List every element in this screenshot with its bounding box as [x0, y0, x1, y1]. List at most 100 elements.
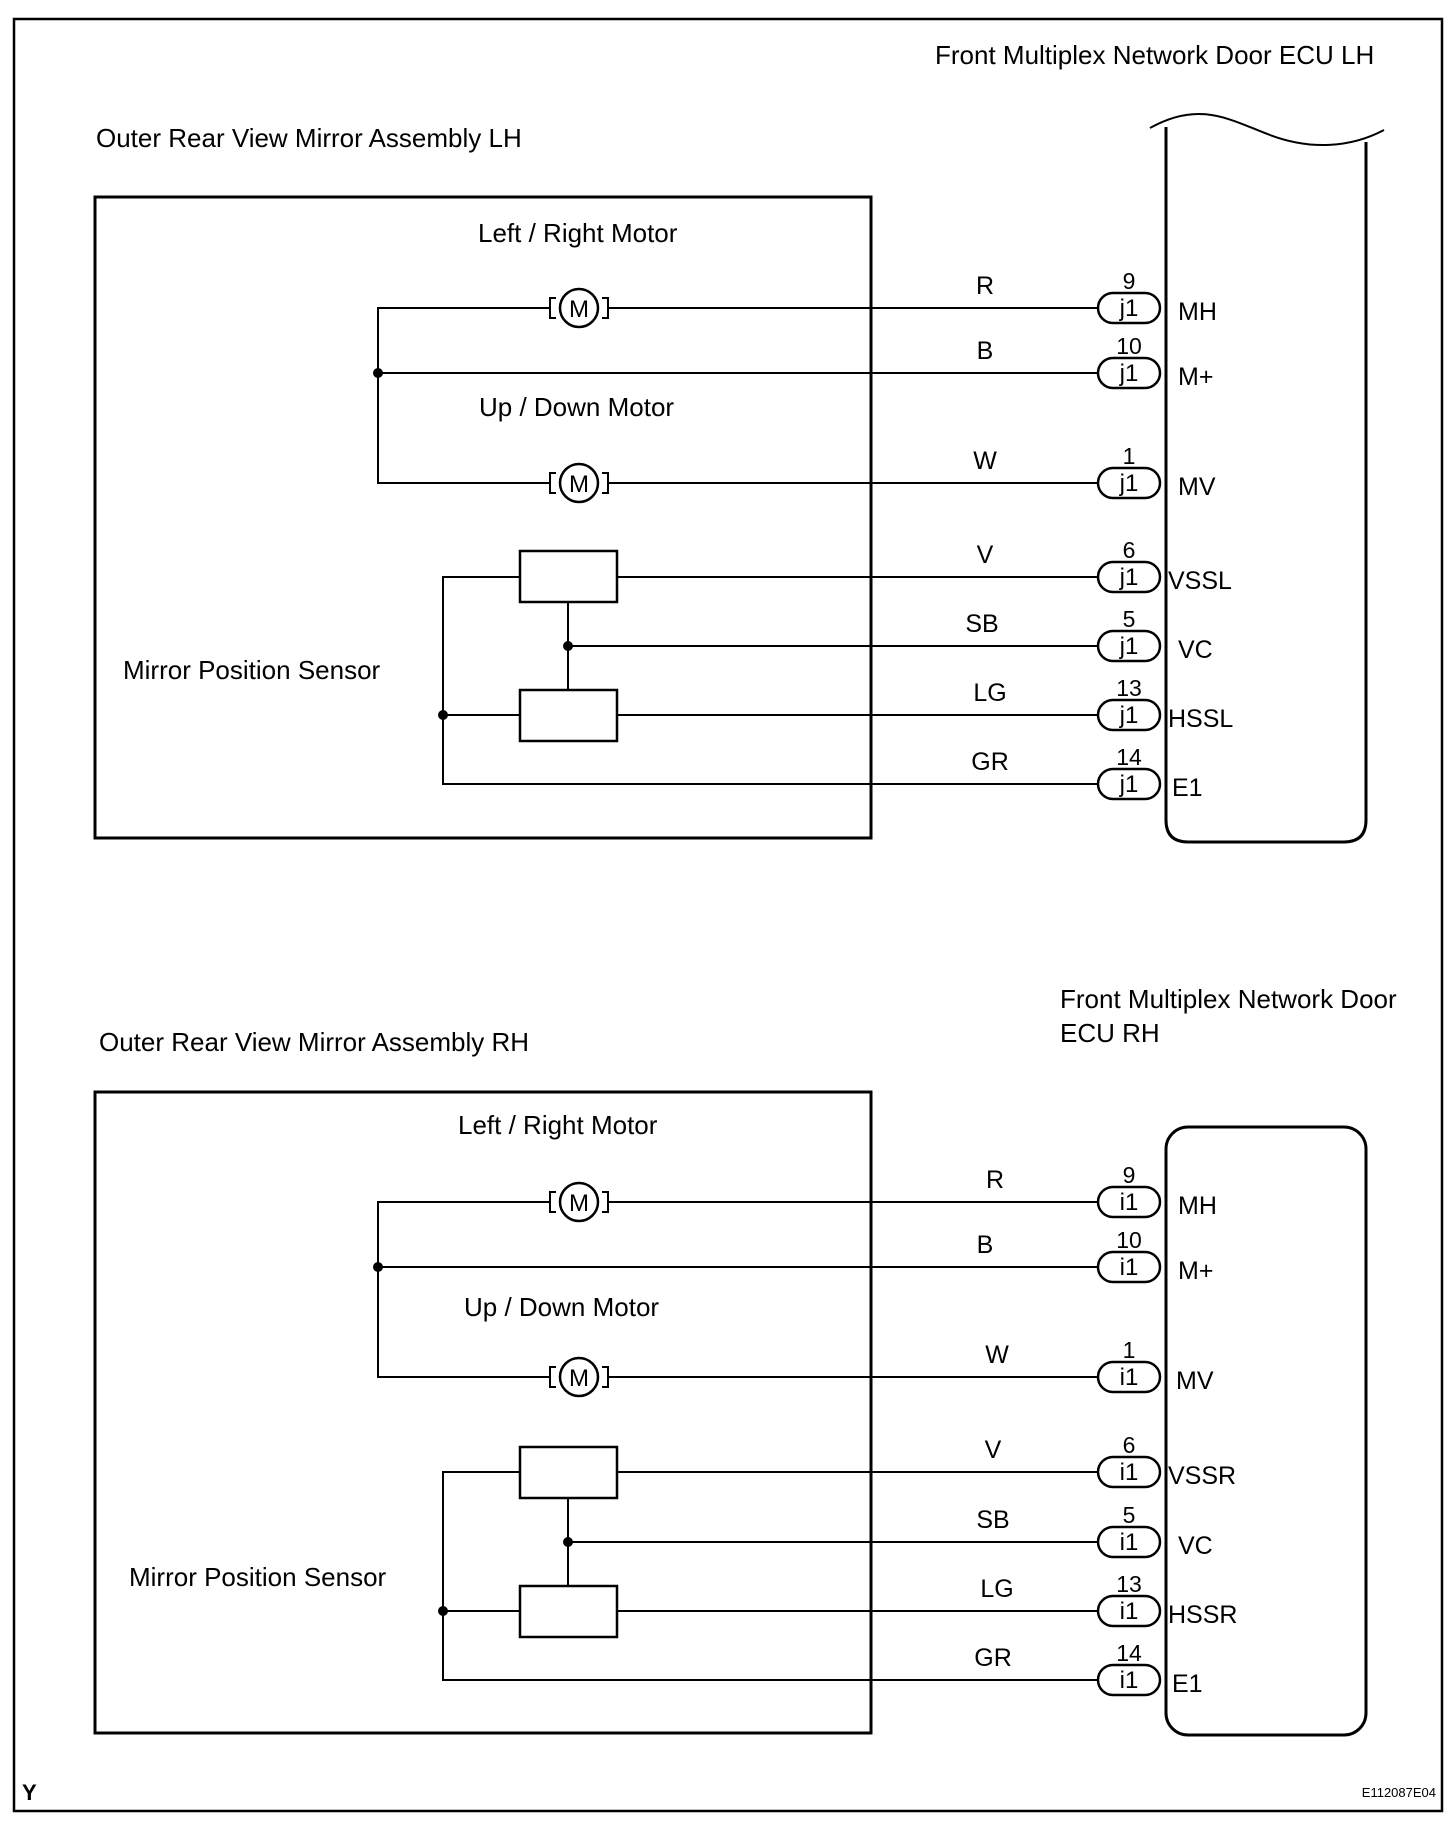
rh-pin-number: 14: [1116, 1640, 1142, 1666]
rh-connector-9: [1096, 1185, 1162, 1219]
rh-connector-10: [1096, 1250, 1162, 1284]
lh-signal-name: HSSL: [1168, 705, 1233, 733]
lh-signal-name: VC: [1178, 636, 1213, 664]
rh-connector-label: i1: [1120, 1459, 1139, 1486]
lh-signal-name: MH: [1178, 298, 1217, 326]
rh-pin-number: 10: [1116, 1227, 1142, 1253]
rh-ecu-title-line1: Front Multiplex Network Door: [1060, 984, 1397, 1014]
lh-mirror-assembly-box: [93, 195, 873, 840]
rh-ecu-title-line2: ECU RH: [1060, 1018, 1160, 1048]
lh-connector-label: j1: [1119, 470, 1139, 497]
rh-sensor-element-upper: [518, 1445, 619, 1500]
rh-sensor-junction-left: [438, 1606, 448, 1616]
lh-ecu-body: [1164, 127, 1368, 844]
lh-lr-motor-label: Left / Right Motor: [478, 218, 678, 248]
rh-ud-motor-label: Up / Down Motor: [464, 1292, 659, 1322]
rh-signal-name: HSSR: [1168, 1601, 1237, 1629]
lh-sensor-element-upper: [518, 549, 619, 604]
rh-signal-name: VC: [1178, 1532, 1213, 1560]
rh-wire-color-label: SB: [976, 1506, 1009, 1534]
lh-connector-9: [1096, 291, 1162, 325]
rh-pin-number: 5: [1123, 1502, 1136, 1528]
lh-gr-wire: [442, 576, 1098, 785]
lh-connector-label: j1: [1119, 633, 1139, 660]
rh-sensor-element-lower: [518, 1584, 619, 1639]
rh-wire-color-label: W: [985, 1341, 1009, 1369]
lh-sensor-junction-mid: [563, 641, 573, 651]
lh-wire-color-label: GR: [971, 748, 1009, 776]
lh-ecu-title: Front Multiplex Network Door ECU LH: [935, 40, 1374, 70]
rh-gr-wire: [442, 1471, 1098, 1681]
rh-sensor-label: Mirror Position Sensor: [129, 1562, 387, 1592]
rh-signal-name: MH: [1178, 1192, 1217, 1220]
lh-connector-5: [1096, 629, 1162, 663]
rh-connector-label: i1: [1120, 1364, 1139, 1391]
lh-pin-number: 1: [1123, 443, 1136, 469]
lh-ecu-break-line: [1149, 113, 1385, 146]
lh-pin-number: 14: [1116, 744, 1142, 770]
lh-connector-13: [1096, 698, 1162, 732]
rh-connector-13: [1096, 1594, 1162, 1628]
lh-motor-common-wire: [377, 307, 550, 484]
rh-lr-motor-symbol: M: [549, 1181, 609, 1223]
lh-wire-color-label: LG: [973, 679, 1006, 707]
rh-wire-color-label: B: [977, 1231, 994, 1259]
lh-connector-6: [1096, 560, 1162, 594]
rh-pin-number: 6: [1123, 1432, 1136, 1458]
rh-connector-1: [1096, 1360, 1162, 1394]
lh-lr-motor-symbol: M: [549, 287, 609, 329]
lh-pin-number: 13: [1116, 675, 1142, 701]
lh-pin-number: 5: [1123, 606, 1136, 632]
rh-sensor-junction-mid: [563, 1537, 573, 1547]
lh-signal-name: MV: [1178, 473, 1216, 501]
lh-connector-label: j1: [1119, 702, 1139, 729]
lh-pin-number: 10: [1116, 333, 1142, 359]
lh-signal-name: E1: [1172, 774, 1203, 802]
figure-code: E112087E04: [1362, 1785, 1436, 1800]
lh-wire-color-label: R: [976, 272, 994, 300]
lh-connector-14: [1096, 767, 1162, 801]
rh-pin-number: 13: [1116, 1571, 1142, 1597]
lh-lr-motor-m: M: [569, 296, 589, 323]
rh-connector-label: i1: [1120, 1529, 1139, 1556]
lh-ud-motor-symbol: M: [549, 462, 609, 504]
rh-assembly-title: Outer Rear View Mirror Assembly RH: [99, 1027, 529, 1057]
lh-sensor-label: Mirror Position Sensor: [123, 655, 381, 685]
lh-signal-name: M+: [1178, 363, 1213, 391]
rh-connector-label: i1: [1120, 1254, 1139, 1281]
lh-motor-junction-dot: [373, 368, 383, 378]
rh-pin-number: 9: [1123, 1162, 1136, 1188]
rh-wire-color-label: V: [985, 1436, 1002, 1464]
rh-ecu-body: [1164, 1125, 1368, 1737]
lh-connector-label: j1: [1119, 295, 1139, 322]
lh-wire-color-label: SB: [965, 610, 998, 638]
rh-lr-motor-m: M: [569, 1190, 589, 1217]
lh-ud-motor-m: M: [569, 471, 589, 498]
rh-wire-color-label: GR: [974, 1644, 1012, 1672]
rh-signal-name: MV: [1176, 1367, 1214, 1395]
rh-connector-6: [1096, 1455, 1162, 1489]
lh-wire-color-label: B: [977, 337, 994, 365]
lh-wire-color-label: W: [973, 447, 997, 475]
rh-signal-name: M+: [1178, 1257, 1213, 1285]
rh-connector-label: i1: [1120, 1667, 1139, 1694]
rh-wire-color-label: LG: [980, 1575, 1013, 1603]
rh-connector-pins: i19RMHi110BM+i11WMVi16VVSSRi15SBVCi113LG…: [974, 1162, 1237, 1698]
lh-connector-1: [1096, 466, 1162, 500]
rh-signal-name: VSSR: [1168, 1462, 1236, 1490]
corner-letter: Y: [22, 1780, 37, 1805]
rh-section: Front Multiplex Network Door ECU RH Oute…: [93, 984, 1397, 1737]
rh-pin-number: 1: [1123, 1337, 1136, 1363]
lh-sensor-element-lower: [518, 688, 619, 743]
rh-connector-label: i1: [1120, 1189, 1139, 1216]
lh-connector-label: j1: [1119, 771, 1139, 798]
lh-assembly-title: Outer Rear View Mirror Assembly LH: [96, 123, 522, 153]
rh-ud-motor-symbol: M: [549, 1356, 609, 1398]
rh-mirror-assembly-box: [93, 1090, 873, 1735]
lh-section: Front Multiplex Network Door ECU LH Oute…: [93, 40, 1385, 844]
rh-signal-name: E1: [1172, 1670, 1203, 1698]
rh-ud-motor-m: M: [569, 1365, 589, 1392]
lh-pin-number: 9: [1123, 268, 1136, 294]
lh-connector-pins: j19RMHj110BM+j11WMVj16VVSSLj15SBVCj113LG…: [965, 268, 1233, 802]
